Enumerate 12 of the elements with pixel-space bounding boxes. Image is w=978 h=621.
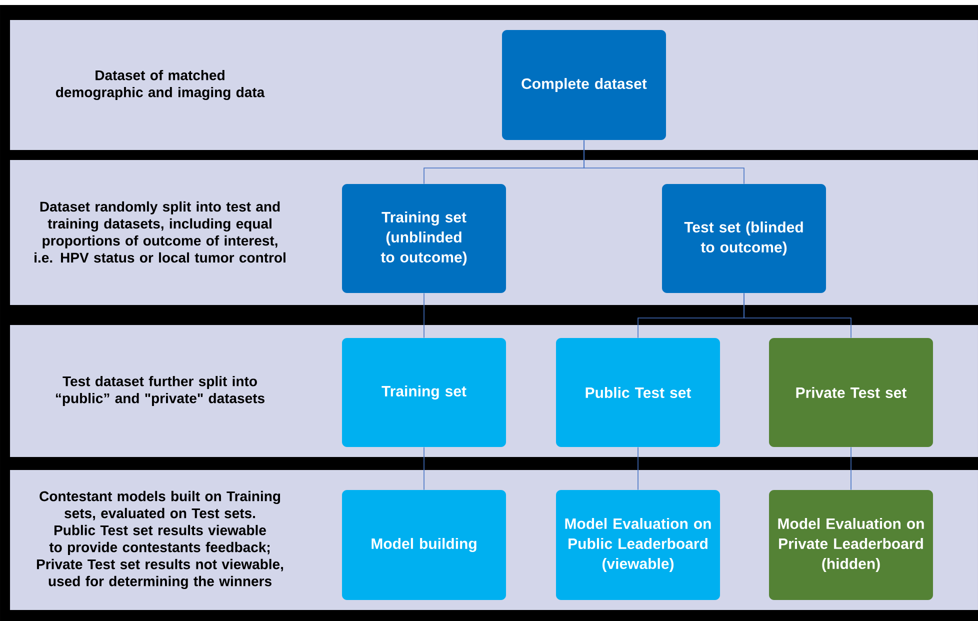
connector-line bbox=[584, 140, 744, 184]
process-box: Training set (unblinded to outcome) bbox=[342, 184, 506, 293]
process-box: Public Test set bbox=[556, 338, 720, 447]
process-box: Complete dataset bbox=[502, 30, 666, 140]
connector-line bbox=[744, 292, 852, 338]
process-box: Model Evaluation on Public Leaderboard (viewable) bbox=[556, 490, 720, 600]
process-box: Training set bbox=[342, 338, 506, 447]
process-box: Test set (blinded to outcome) bbox=[662, 184, 826, 293]
process-box: Model Evaluation on Private Leaderboard (hidden) bbox=[769, 490, 933, 600]
process-box: Private Test set bbox=[769, 338, 933, 447]
connector-line bbox=[850, 446, 852, 490]
process-box: Model building bbox=[342, 490, 506, 600]
